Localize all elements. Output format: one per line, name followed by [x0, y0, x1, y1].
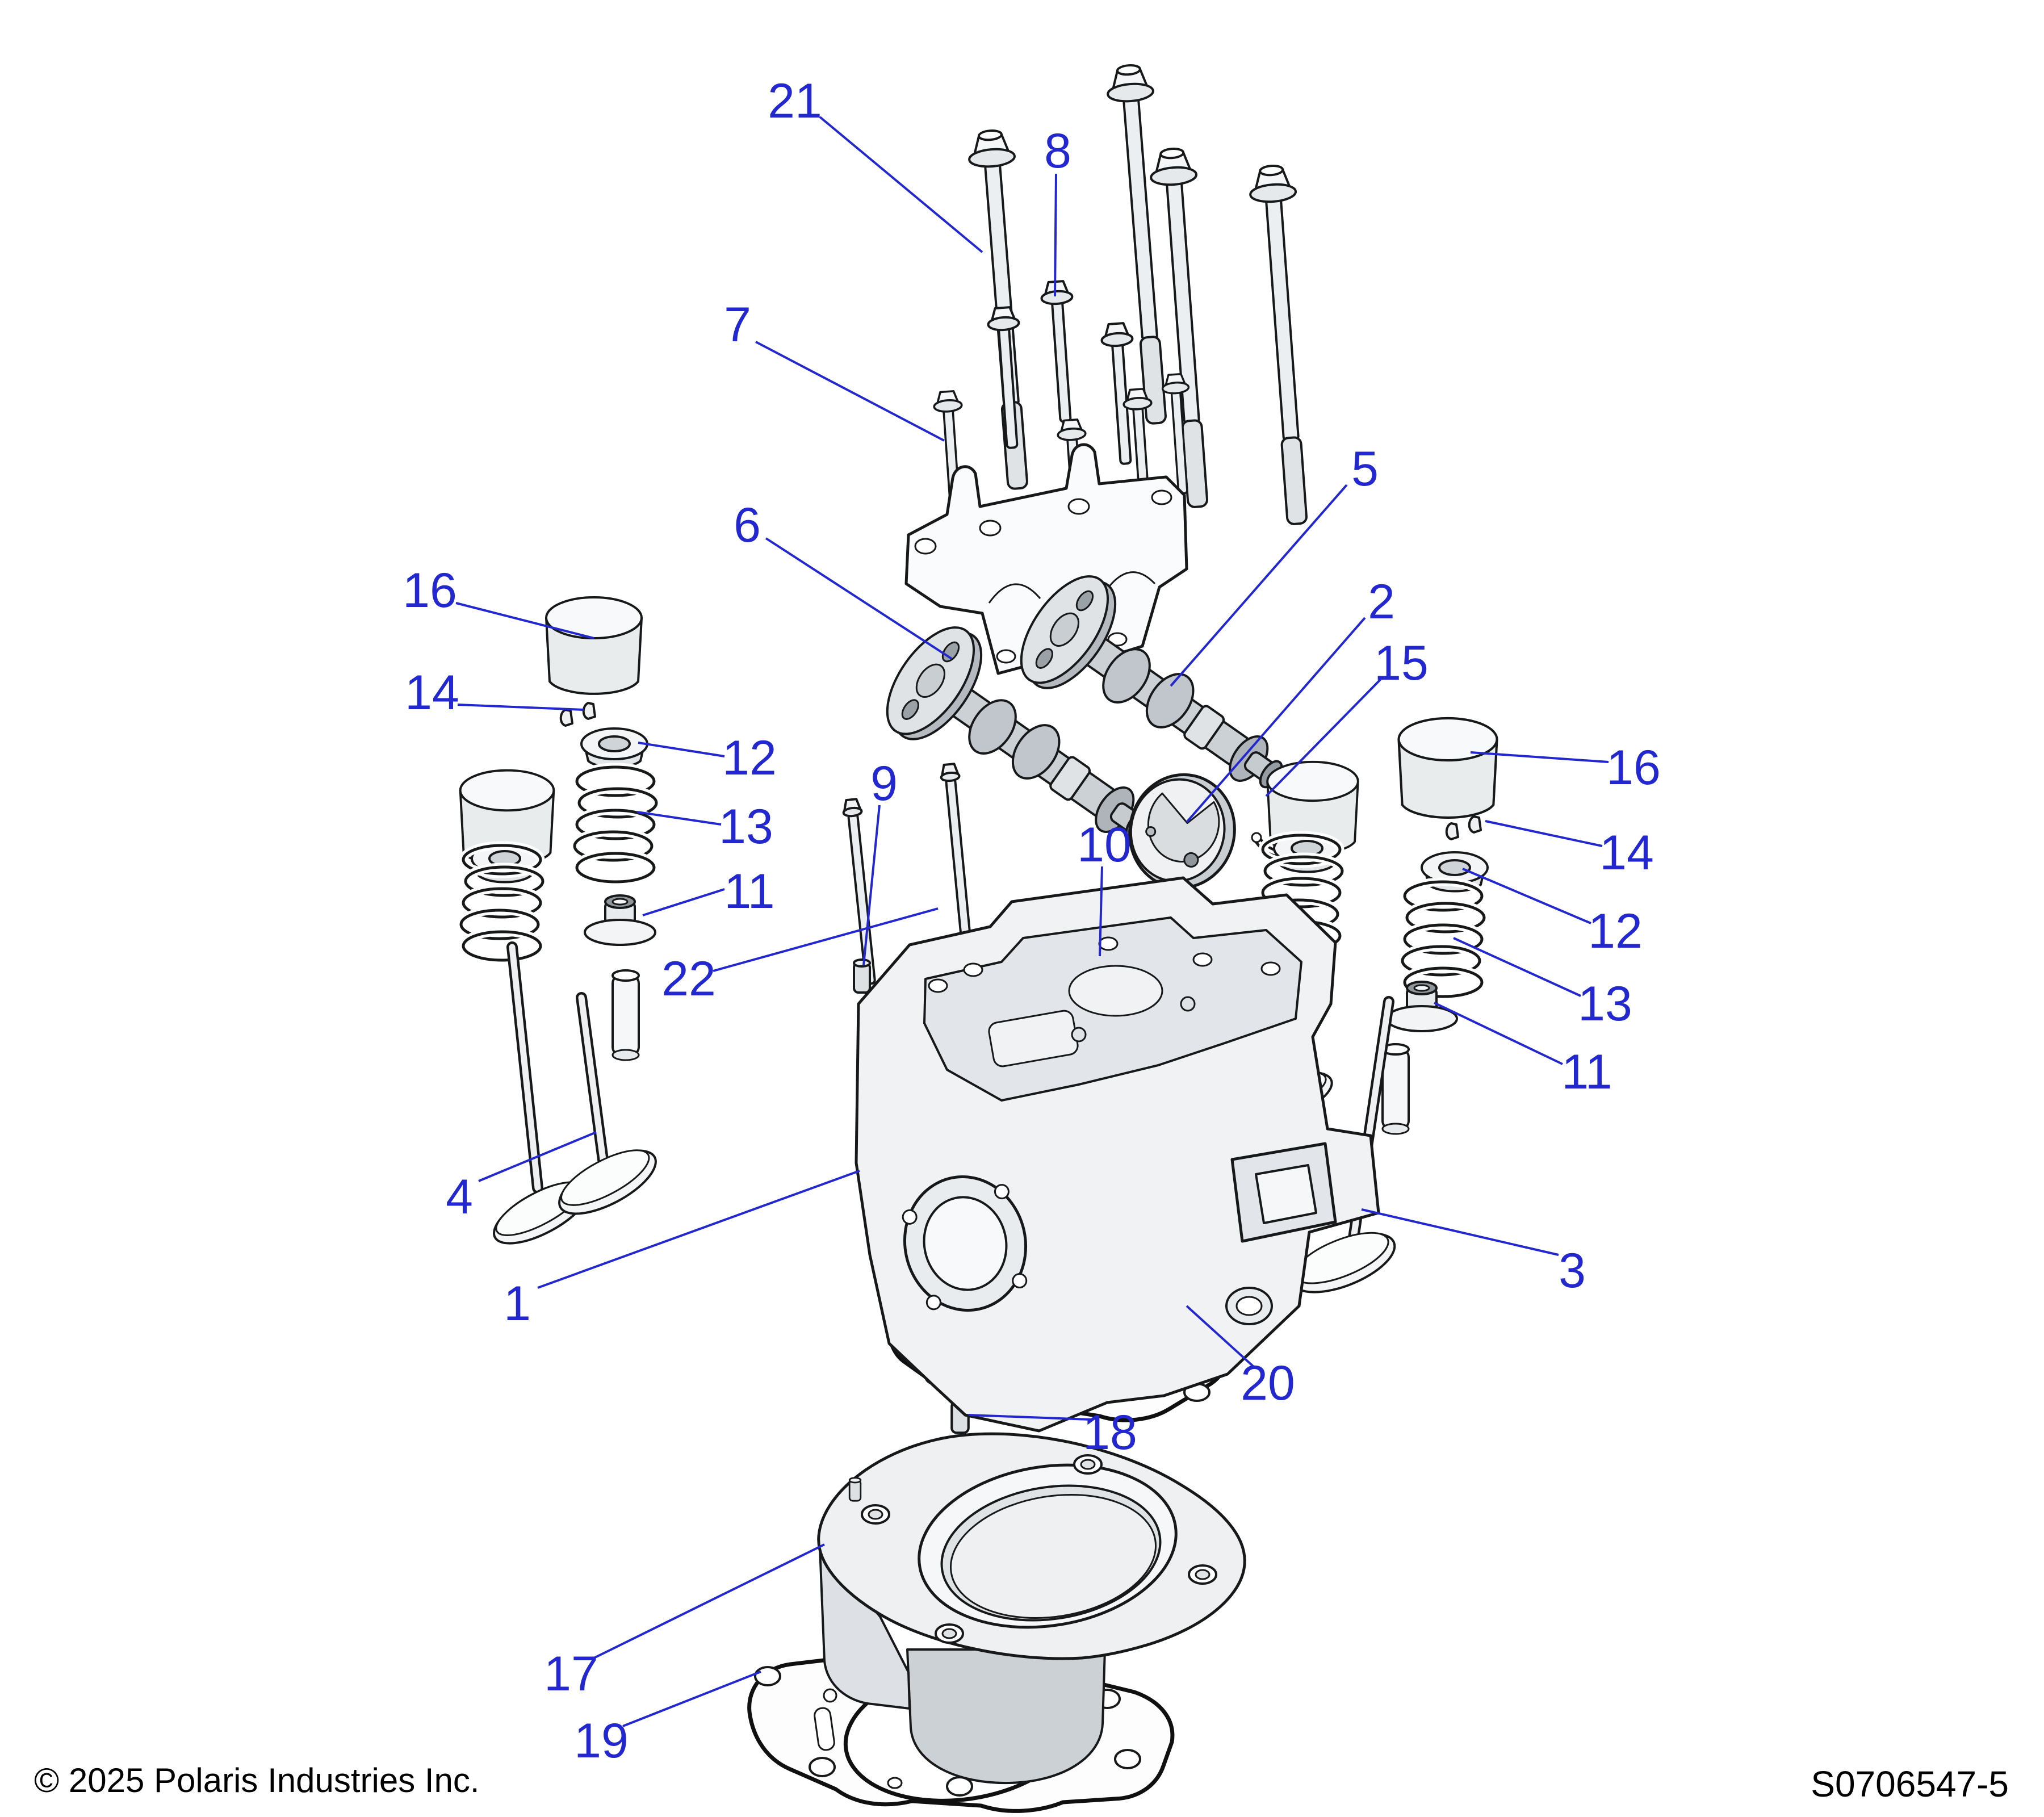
callout-number-17: 17: [544, 1647, 598, 1701]
cylinder: [817, 1432, 1246, 1785]
callout-number-16: 16: [403, 563, 457, 618]
callout-number-11: 11: [724, 864, 774, 919]
callout-number-13: 13: [719, 799, 773, 854]
callout-leader-13: [1453, 937, 1581, 997]
callout-number-11: 11: [1561, 1045, 1612, 1099]
callout-number-1: 1: [504, 1276, 531, 1331]
callout-leader-10: [1099, 866, 1103, 957]
callout-number-12: 12: [1588, 904, 1643, 958]
callout-leader-19: [622, 1671, 761, 1727]
callout-leader-2: [1186, 617, 1366, 823]
spring-retainer-left: [580, 727, 648, 769]
dowel-pin-left: [853, 958, 871, 994]
callout-number-15: 15: [1374, 636, 1429, 690]
callout-number-10: 10: [1077, 818, 1132, 872]
callout-leader-3: [1361, 1208, 1559, 1256]
callout-number-3: 3: [1559, 1244, 1586, 1298]
callout-number-13: 13: [1578, 977, 1632, 1031]
callout-number-18: 18: [1083, 1405, 1137, 1460]
callout-leader-12: [638, 742, 725, 757]
callout-leader-5: [1170, 484, 1348, 687]
valve-keepers-right: [1445, 815, 1482, 840]
callout-number-12: 12: [722, 731, 777, 785]
callout-leader-9: [862, 805, 881, 966]
valve-tappet-right: [1398, 718, 1497, 818]
callout-leader-4: [478, 1131, 597, 1182]
callout-leader-14: [457, 704, 584, 711]
callout-leader-1: [537, 1170, 860, 1289]
exhaust-port-flange: [1230, 1142, 1337, 1243]
callout-leader-22: [713, 907, 939, 972]
valve-keepers-left: [559, 702, 596, 727]
valve-guide-left: [611, 969, 640, 1061]
valve-exhaust: [558, 992, 657, 1215]
callout-number-2: 2: [1368, 575, 1395, 629]
callout-leader-21: [819, 116, 983, 253]
valve-spring-left: [575, 767, 656, 882]
callout-number-22: 22: [661, 952, 716, 1006]
callout-number-8: 8: [1044, 124, 1071, 178]
callout-leader-14: [1485, 820, 1603, 847]
callout-number-14: 14: [1599, 826, 1654, 880]
valve-stem-seal-left: [584, 894, 656, 946]
callout-number-6: 6: [734, 498, 761, 552]
callout-number-21: 21: [768, 74, 822, 128]
callout-leader-15: [1265, 678, 1382, 797]
callout-layer: 21 8 7 6 5 2 15 16 14 12 13 11 9 10 22 16 14 12 13 11 3 41 20 1…: [403, 74, 1661, 1768]
callout-leader-11: [1434, 1002, 1563, 1065]
callout-leader-8: [1054, 173, 1057, 297]
callout-number-19: 19: [574, 1714, 629, 1768]
valve-guide-right: [1381, 1043, 1410, 1135]
callout-leader-20: [1186, 1305, 1254, 1367]
callout-number-14: 14: [405, 665, 459, 720]
callout-leader-12: [1462, 868, 1591, 924]
callout-number-7: 7: [724, 298, 751, 352]
intake-port-flange: [902, 1175, 1028, 1312]
callout-leader-17: [593, 1543, 825, 1659]
callout-leader-16: [455, 602, 594, 639]
valve-spring-right: [1402, 882, 1484, 997]
drawing-part-code: S0706547-5: [1811, 1764, 2009, 1805]
valve-stem-seal-right: [1385, 981, 1458, 1032]
callout-leader-7: [755, 341, 945, 442]
callout-leader-18: [968, 1414, 1091, 1421]
callout-number-9: 9: [870, 756, 898, 811]
callout-number-20: 20: [1241, 1356, 1295, 1410]
valve-tappet-left: [545, 596, 643, 695]
callout-leader-11: [642, 888, 725, 916]
callout-number-16: 16: [1606, 740, 1661, 795]
callout-leader-6: [765, 537, 953, 660]
callout-leader-16: [1470, 751, 1609, 763]
copyright-text: © 2025 Polaris Industries Inc.: [34, 1761, 480, 1799]
cylinder-head: [855, 876, 1380, 1433]
callout-number-4: 4: [446, 1170, 473, 1224]
callout-leader-13: [636, 811, 722, 826]
callout-number-5: 5: [1351, 442, 1379, 496]
